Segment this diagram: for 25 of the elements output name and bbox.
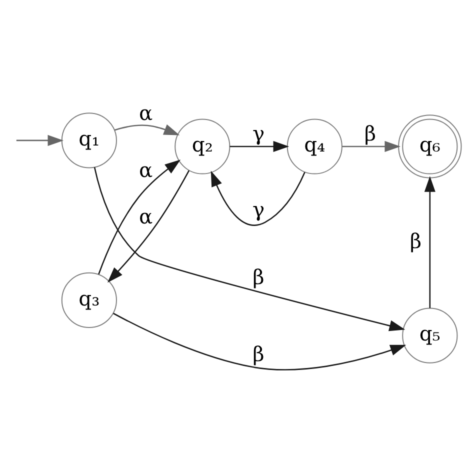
node-circle: q₄: [286, 118, 342, 174]
arrow: [210, 170, 306, 226]
arrow: [113, 312, 406, 370]
arrow: [342, 140, 400, 152]
node-circle: q₂: [174, 118, 230, 174]
arrow: [424, 176, 436, 308]
edge-label: γ: [252, 121, 265, 146]
edge-label: α: [138, 101, 153, 126]
edge-label: β: [364, 121, 376, 146]
node-circle: q₃: [61, 272, 117, 328]
arrow: [94, 167, 406, 332]
edge-label: γ: [252, 197, 265, 222]
node-circle: q₅: [402, 308, 458, 364]
node-circle: q₁: [61, 112, 117, 168]
arrow: [107, 170, 190, 283]
edge-label: α: [138, 158, 153, 182]
edge-label: α: [138, 204, 153, 228]
arrow: [114, 124, 180, 136]
edge-label: β: [410, 229, 422, 254]
edge-label: β: [252, 342, 264, 366]
edge-label: β: [252, 265, 264, 290]
arrow: [16, 134, 64, 146]
arrow: [98, 160, 181, 274]
node-circle: q₆: [398, 114, 462, 178]
arrow: [230, 140, 290, 152]
